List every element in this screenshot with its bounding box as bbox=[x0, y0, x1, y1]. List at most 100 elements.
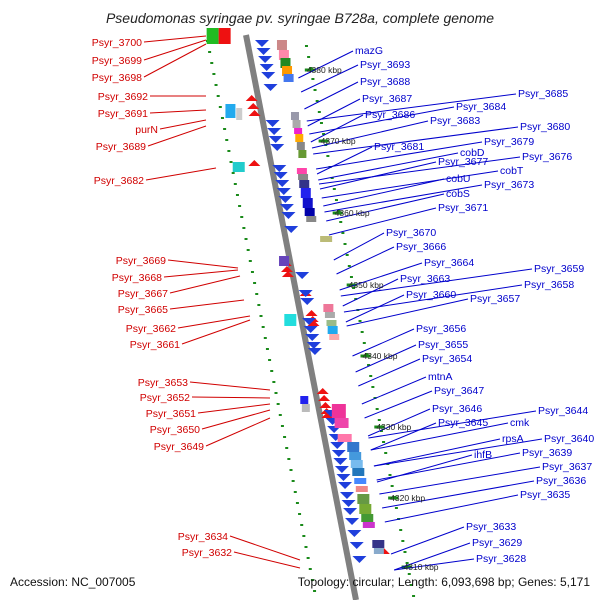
gene-label-right[interactable]: Psyr_3687 bbox=[362, 93, 412, 105]
gene-label-right[interactable]: Psyr_3684 bbox=[456, 101, 506, 113]
track-tick bbox=[349, 276, 353, 278]
feature-block bbox=[327, 326, 338, 334]
gene-label-right[interactable]: Psyr_3656 bbox=[416, 323, 466, 335]
leader-line bbox=[343, 284, 523, 313]
reverse-gene-arrow bbox=[268, 136, 283, 143]
gene-label-right[interactable]: Psyr_3639 bbox=[522, 447, 572, 459]
track-tick bbox=[326, 155, 330, 157]
gene-label-left[interactable]: Psyr_3651 bbox=[146, 408, 196, 420]
track-tick bbox=[352, 287, 356, 289]
gene-label-right[interactable]: Psyr_3646 bbox=[432, 403, 482, 415]
feature-block bbox=[232, 162, 245, 172]
gene-label-right[interactable]: Psyr_3673 bbox=[484, 179, 534, 191]
gene-label-left[interactable]: Psyr_3668 bbox=[112, 272, 162, 284]
track-tick bbox=[401, 540, 405, 542]
track-tick bbox=[394, 507, 398, 509]
gene-label-right[interactable]: Psyr_3636 bbox=[536, 475, 586, 487]
track-tick bbox=[293, 491, 297, 493]
gene-label-right[interactable]: Psyr_3645 bbox=[438, 417, 488, 429]
gene-label-left[interactable]: Psyr_3652 bbox=[140, 392, 190, 404]
gene-label-left[interactable]: Psyr_3692 bbox=[98, 91, 148, 103]
gene-label-right[interactable]: Psyr_3660 bbox=[406, 289, 456, 301]
gene-label-right[interactable]: Psyr_3693 bbox=[360, 59, 410, 71]
leader-line bbox=[169, 275, 241, 294]
feature-block bbox=[352, 468, 365, 476]
gene-label-left[interactable]: Psyr_3669 bbox=[116, 255, 166, 267]
tick-track-layer bbox=[205, 40, 416, 597]
gene-label-left[interactable]: purN bbox=[135, 124, 158, 136]
gene-label-right[interactable]: Psyr_3654 bbox=[422, 353, 472, 365]
gene-label-right[interactable]: Psyr_3647 bbox=[434, 385, 484, 397]
gene-label-right[interactable]: cobT bbox=[500, 165, 524, 177]
gene-label-left[interactable]: Psyr_3682 bbox=[94, 175, 144, 187]
gene-label-right[interactable]: Psyr_3666 bbox=[396, 241, 446, 253]
gene-label-left[interactable]: Psyr_3691 bbox=[98, 108, 148, 120]
gene-label-left[interactable]: Psyr_3634 bbox=[178, 531, 228, 543]
map-title: Pseudomonas syringae pv. syringae B728a,… bbox=[106, 10, 494, 26]
gene-label-left[interactable]: Psyr_3632 bbox=[182, 547, 232, 559]
gene-label-right[interactable]: cobD bbox=[460, 147, 485, 159]
track-tick bbox=[375, 408, 379, 410]
leader-line bbox=[370, 422, 437, 451]
gene-label-left[interactable]: Psyr_3653 bbox=[138, 377, 188, 389]
gene-label-right[interactable]: Psyr_3655 bbox=[418, 339, 468, 351]
gene-label-right[interactable]: Psyr_3663 bbox=[400, 273, 450, 285]
gene-label-left[interactable]: Psyr_3699 bbox=[92, 55, 142, 67]
gene-label-left[interactable]: Psyr_3661 bbox=[130, 339, 180, 351]
leader-line bbox=[189, 381, 271, 391]
gene-label-right[interactable]: cobS bbox=[446, 188, 470, 200]
gene-label-right[interactable]: rpsA bbox=[502, 433, 524, 445]
gene-label-right[interactable]: Psyr_3664 bbox=[424, 257, 474, 269]
track-tick bbox=[212, 73, 216, 75]
leader-line bbox=[339, 262, 423, 291]
gene-label-right[interactable]: Psyr_3670 bbox=[386, 227, 436, 239]
gene-label-left[interactable]: Psyr_3665 bbox=[118, 304, 168, 316]
leader-line bbox=[328, 207, 437, 236]
gene-label-right[interactable]: cobU bbox=[446, 173, 471, 185]
gene-label-left[interactable]: Psyr_3649 bbox=[154, 441, 204, 453]
track-tick bbox=[360, 331, 364, 333]
gene-label-left[interactable]: Psyr_3667 bbox=[118, 288, 168, 300]
gene-label-right[interactable]: Psyr_3644 bbox=[538, 405, 588, 417]
gene-label-right[interactable]: Psyr_3659 bbox=[534, 263, 584, 275]
track-tick bbox=[330, 177, 334, 179]
gene-label-right[interactable]: Psyr_3685 bbox=[518, 88, 568, 100]
gene-label-right[interactable]: cmk bbox=[510, 417, 530, 429]
leader-line bbox=[340, 268, 533, 297]
gene-label-right[interactable]: Psyr_3640 bbox=[544, 433, 594, 445]
gene-label-right[interactable]: Psyr_3681 bbox=[374, 141, 424, 153]
gene-label-right[interactable]: ihfB bbox=[474, 449, 492, 461]
reverse-gene-arrow bbox=[338, 482, 353, 489]
gene-label-right[interactable]: Psyr_3671 bbox=[438, 202, 488, 214]
track-tick bbox=[220, 117, 224, 119]
gene-label-right[interactable]: Psyr_3633 bbox=[466, 521, 516, 533]
leader-line bbox=[370, 422, 509, 451]
gene-label-right[interactable]: Psyr_3688 bbox=[360, 76, 410, 88]
gene-label-right[interactable]: Psyr_3683 bbox=[430, 115, 480, 127]
gene-label-left[interactable]: Psyr_3689 bbox=[96, 141, 146, 153]
gene-label-right[interactable]: Psyr_3657 bbox=[470, 293, 520, 305]
gene-label-left[interactable]: Psyr_3650 bbox=[150, 424, 200, 436]
feature-block bbox=[357, 494, 370, 504]
gene-label-right[interactable]: Psyr_3679 bbox=[484, 136, 534, 148]
gene-label-right[interactable]: mtnA bbox=[428, 371, 453, 383]
feature-block bbox=[359, 504, 372, 514]
gene-label-right[interactable]: Psyr_3676 bbox=[522, 151, 572, 163]
gene-label-right[interactable]: Psyr_3680 bbox=[520, 121, 570, 133]
reverse-gene-arrow bbox=[345, 518, 360, 525]
gene-label-left[interactable]: Psyr_3662 bbox=[126, 323, 176, 335]
gene-label-left[interactable]: Psyr_3700 bbox=[92, 37, 142, 49]
gene-label-right[interactable]: Psyr_3677 bbox=[438, 156, 488, 168]
reverse-gene-arrow bbox=[300, 298, 315, 305]
leader-line bbox=[333, 232, 385, 261]
gene-label-right[interactable]: Psyr_3658 bbox=[524, 279, 574, 291]
gene-label-right[interactable]: Psyr_3686 bbox=[365, 109, 415, 121]
gene-label-right[interactable]: Psyr_3628 bbox=[476, 553, 526, 565]
gene-label-right[interactable]: Psyr_3637 bbox=[542, 461, 592, 473]
gene-label-right[interactable]: Psyr_3635 bbox=[520, 489, 570, 501]
gene-label-right[interactable]: Psyr_3629 bbox=[472, 537, 522, 549]
track-tick bbox=[405, 562, 409, 564]
gene-label-right[interactable]: mazG bbox=[355, 45, 383, 57]
gene-label-left[interactable]: Psyr_3698 bbox=[92, 72, 142, 84]
